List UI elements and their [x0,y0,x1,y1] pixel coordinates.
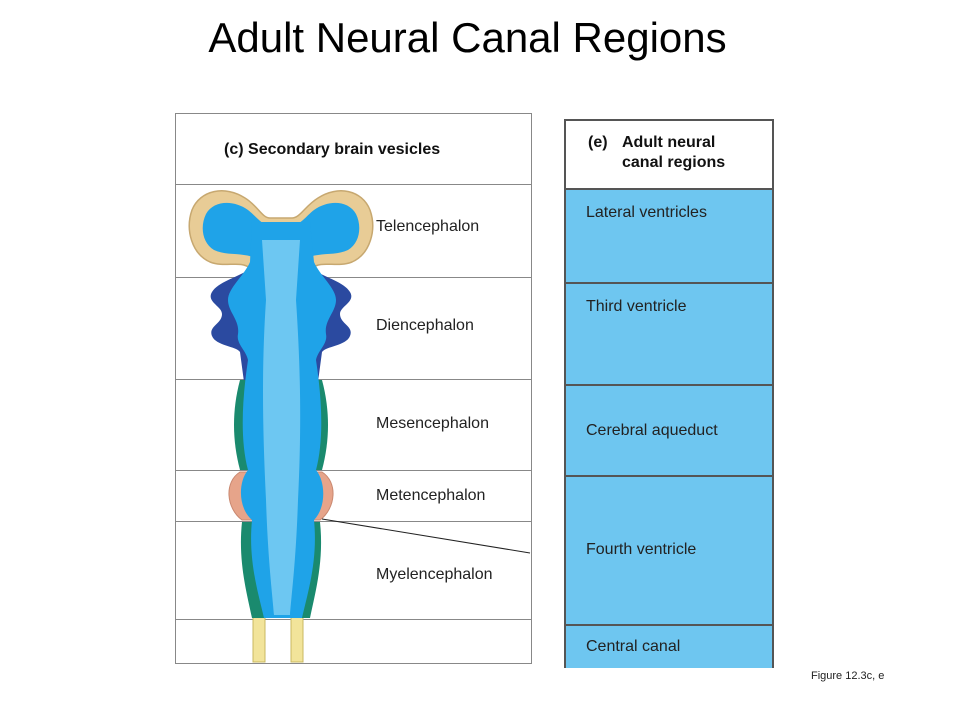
panel-e-title-line1: Adult neural [622,134,716,151]
figure-caption: Figure 12.3c, e [811,670,885,682]
cell-third-ventricle: Third ventricle [566,282,772,384]
row-divider [176,521,531,522]
label-third-ventricle: Third ventricle [586,298,687,315]
cell-central-canal: Central canal [566,624,772,668]
canal-highlight [262,240,301,615]
cell-fourth-ventricle: Fourth ventricle [566,475,772,626]
panel-c-letter: (c) [224,141,244,158]
row-divider [176,619,531,620]
label-myelencephalon: Myelencephalon [376,566,493,583]
label-mesencephalon: Mesencephalon [376,415,489,432]
row-divider [176,470,531,471]
row-divider [176,277,531,278]
label-metencephalon: Metencephalon [376,487,486,504]
panel-e-letter: (e) [588,134,608,151]
panel-e-header: (e) Adult neural canal regions [566,121,772,189]
row-divider [176,379,531,380]
adult-canal-panel: (e) Adult neural canal regions Lateral ve… [564,119,774,668]
label-fourth-ventricle: Fourth ventricle [586,541,697,558]
panel-e-title-line2: canal regions [622,154,726,171]
label-central-canal: Central canal [586,638,681,655]
panel-c-title: Secondary brain vesicles [248,141,441,158]
spinal-cord-stub [252,616,266,663]
connector-line [321,518,531,554]
cell-cerebral-aqueduct: Cerebral aqueduct [566,384,772,475]
row-divider [176,184,531,185]
spinal-cord-stub [290,616,304,663]
label-diencephalon: Diencephalon [376,317,474,334]
label-telencephalon: Telencephalon [376,218,480,235]
panel-c-header: (c) Secondary brain vesicles [176,114,531,184]
cell-lateral-ventricles: Lateral ventricles [566,188,772,282]
slide-title: Adult Neural Canal Regions [208,14,727,61]
label-lateral-ventricles: Lateral ventricles [586,204,707,221]
label-cerebral-aqueduct: Cerebral aqueduct [586,422,718,439]
